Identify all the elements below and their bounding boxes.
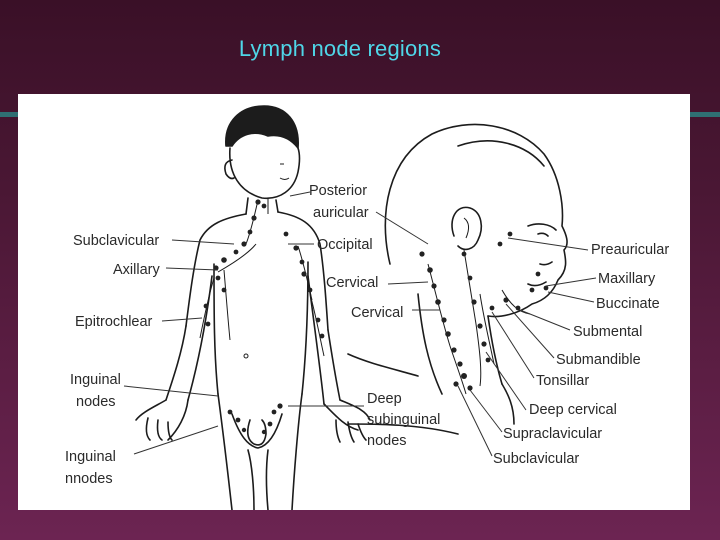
- label-subclavicular-left: Subclavicular: [73, 233, 159, 249]
- label-auricular: auricular: [313, 205, 369, 221]
- child-hair: [226, 106, 298, 148]
- label-subinguinal: subinguinal: [367, 412, 440, 428]
- label-nodes-lower: nnodes: [65, 471, 113, 487]
- label-submandible: Submandible: [556, 352, 641, 368]
- head-profile: [348, 124, 567, 434]
- label-tonsillar: Tonsillar: [536, 373, 589, 389]
- diagram-drawing: Posterior auricular Occipital Cervical C…: [18, 94, 690, 510]
- label-inguinal-upper: Inguinal: [70, 372, 121, 388]
- label-maxillary: Maxillary: [598, 271, 656, 287]
- head-node-cluster: [419, 232, 548, 391]
- label-epitrochlear: Epitrochlear: [75, 314, 153, 330]
- head-ear: [452, 207, 481, 249]
- label-occipital: Occipital: [317, 237, 373, 253]
- label-supraclavicular: Supraclavicular: [503, 426, 602, 442]
- label-buccinate: Buccinate: [596, 296, 660, 312]
- label-posterior: Posterior: [309, 183, 367, 199]
- leader-lines: [124, 192, 596, 456]
- label-cervical-lower: Cervical: [351, 305, 403, 321]
- label-nodes-deep: nodes: [367, 433, 407, 449]
- label-inguinal-lower: Inguinal: [65, 449, 116, 465]
- label-subclavicular-right: Subclavicular: [493, 451, 579, 467]
- label-preauricular: Preauricular: [591, 242, 669, 258]
- child-node-cluster: [204, 199, 325, 434]
- child-figure: [136, 106, 370, 510]
- label-deep-cervical: Deep cervical: [529, 402, 617, 418]
- label-submental: Submental: [573, 324, 642, 340]
- label-cervical-upper: Cervical: [326, 275, 378, 291]
- slide-title: Lymph node regions: [0, 36, 680, 62]
- head-outline: [385, 124, 567, 316]
- label-deep: Deep: [367, 391, 402, 407]
- diagram-labels: Posterior auricular Occipital Cervical C…: [65, 183, 669, 487]
- child-face: [230, 148, 300, 198]
- label-axillary: Axillary: [113, 262, 160, 278]
- accent-bar-right: [688, 112, 720, 117]
- label-nodes-upper: nodes: [76, 394, 116, 410]
- lymph-node-diagram: Posterior auricular Occipital Cervical C…: [18, 94, 690, 510]
